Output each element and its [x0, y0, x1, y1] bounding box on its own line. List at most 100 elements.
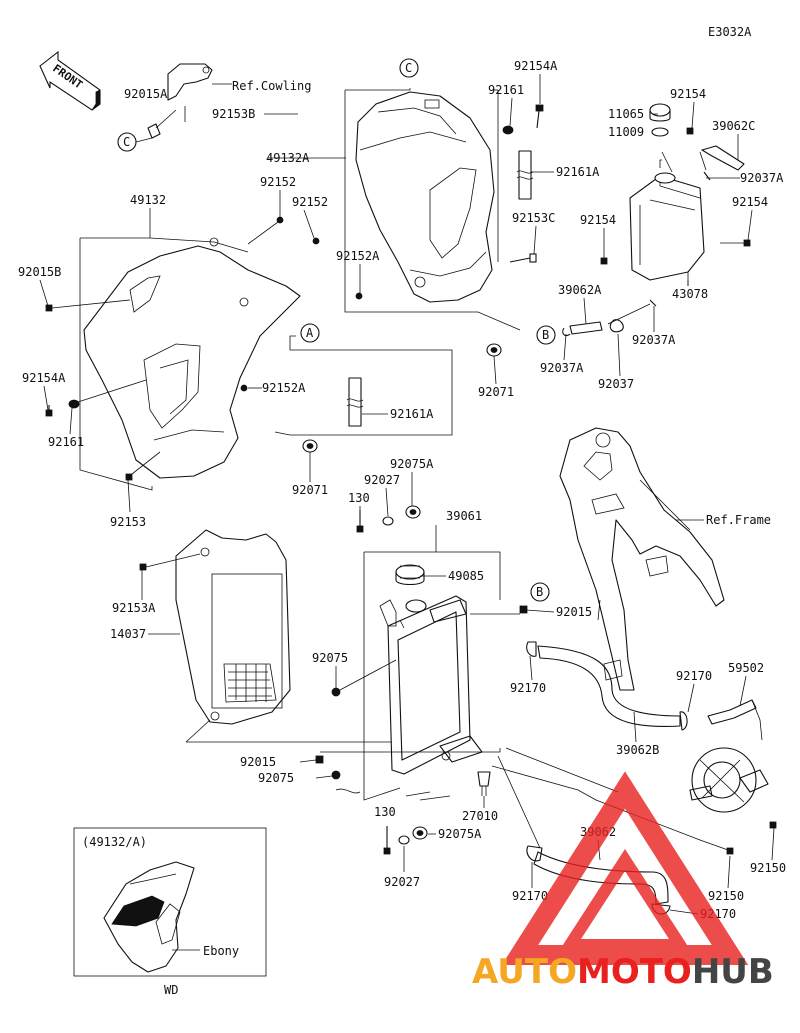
- watermark-text-auto: AUTO: [472, 952, 577, 992]
- part-label: 92154: [732, 195, 768, 209]
- sleeve-92161a-lower: [346, 377, 364, 427]
- part-label: 92037A: [540, 361, 584, 375]
- callout-c-upper: C: [399, 58, 419, 78]
- inner-cowl-49132a: [355, 91, 495, 303]
- callout-a: A: [300, 323, 320, 343]
- clamp-92037a-hose-left: [562, 327, 571, 337]
- part-label: 92015: [556, 605, 592, 619]
- part-label: 92154: [670, 87, 706, 101]
- part-label: 92161: [48, 435, 84, 449]
- watermark-logo: [501, 771, 749, 965]
- bolt-92153a: [139, 553, 201, 571]
- bolt-92150-right: [769, 821, 777, 829]
- nut-92152a-left: [240, 384, 248, 392]
- frame-ref: [559, 427, 725, 691]
- radiator-cap-49085: [395, 564, 425, 586]
- clamp-92037-hose: [609, 319, 624, 333]
- part-label: 92153: [110, 515, 146, 529]
- callout-b-label: B: [536, 585, 543, 599]
- grommet-92071-upper: [486, 343, 502, 357]
- part-label: 92150: [750, 861, 786, 875]
- washer-92161-left: [68, 379, 147, 409]
- bolt-130-upper: [356, 510, 364, 533]
- hose-39062c: [701, 145, 745, 171]
- watermark-text: AUTOMOTOHUB: [472, 952, 774, 992]
- part-label: 27010: [462, 809, 498, 823]
- bolt-92150-lower: [726, 847, 734, 855]
- part-label: 39062A: [558, 283, 602, 297]
- part-label: 59502: [728, 661, 764, 675]
- inset-variant-box: (49132/A) Ebony: [73, 827, 267, 977]
- nut-92152-left: [247, 216, 284, 245]
- inset-footer: WD: [164, 983, 178, 997]
- part-label: 92150: [708, 889, 744, 903]
- bracket-92015a: [147, 63, 213, 139]
- callout-c-label: C: [123, 135, 130, 149]
- sensor-27010: [477, 771, 491, 796]
- part-label: 92071: [478, 385, 514, 399]
- sensor-59502: [707, 699, 763, 741]
- clamp-92037a-tank: [703, 171, 711, 181]
- part-label: 130: [348, 491, 370, 505]
- part-label: 92154: [580, 213, 616, 227]
- part-label: 130: [374, 805, 396, 819]
- part-label: 11065: [608, 107, 644, 121]
- part-label: 92161: [488, 83, 524, 97]
- clamp-92170-lower-left: [526, 845, 543, 862]
- part-label: 92071: [292, 483, 328, 497]
- callout-c-top: C: [117, 132, 137, 152]
- callout-b-label: B: [542, 328, 549, 342]
- part-label: 92154A: [22, 371, 66, 385]
- inset-title: (49132/A): [82, 835, 147, 849]
- part-label: 14037: [110, 627, 146, 641]
- bolt-130-lower: [383, 826, 391, 855]
- part-label: 92015A: [124, 87, 168, 101]
- part-label: 39061: [446, 509, 482, 523]
- part-label: 92015B: [18, 265, 61, 279]
- clamp-92170-right: [679, 711, 688, 731]
- part-label: 92015: [240, 755, 276, 769]
- callout-c-label: C: [405, 61, 412, 75]
- bolt-92154-tank-top: [686, 127, 694, 135]
- part-label: 92153A: [112, 601, 156, 615]
- part-label: 49085: [448, 569, 484, 583]
- hose-39062b: [537, 645, 681, 727]
- part-label: 92075A: [390, 457, 434, 471]
- callout-a-label: A: [306, 326, 314, 340]
- part-label: 92152A: [336, 249, 380, 263]
- front-arrow-icon: FRONT: [39, 50, 101, 111]
- ref-cowling-label: Ref.Cowling: [232, 79, 311, 93]
- bolt-92153c: [509, 253, 537, 263]
- reservoir-tank-43078: [629, 151, 707, 281]
- leader-lines: [39, 74, 775, 915]
- watermark-text-hub: HUB: [692, 952, 774, 992]
- hose-39062a: [569, 321, 603, 335]
- part-label: 92075: [258, 771, 294, 785]
- part-label: 92037: [598, 377, 634, 391]
- part-label: 92161A: [556, 165, 600, 179]
- part-label: 92170: [510, 681, 546, 695]
- part-label: 92161A: [390, 407, 434, 421]
- clip-92015-right: [519, 605, 528, 614]
- bolt-92154-tank-left: [600, 257, 608, 265]
- part-label: 92152A: [262, 381, 306, 395]
- part-label: 92075: [312, 651, 348, 665]
- main-cowl-49132: [83, 237, 301, 479]
- part-labels: 92015A 92153B 92161 92154A 11065 92154 1…: [18, 59, 786, 921]
- part-label: 92152: [260, 175, 296, 189]
- inset-color-label: Ebony: [203, 944, 239, 958]
- bolt-92154a-left: [45, 405, 53, 417]
- washer-92161: [502, 125, 514, 135]
- part-label: 92170: [512, 889, 548, 903]
- part-label: 92027: [384, 875, 420, 889]
- water-pump-cover: [689, 747, 769, 813]
- part-label: 92154A: [514, 59, 558, 73]
- bolt-92153-left: [125, 451, 161, 481]
- grommet-92075a-upper: [405, 505, 421, 519]
- cap-11065: [649, 103, 671, 122]
- part-label: 92170: [676, 669, 712, 683]
- part-label: 39062C: [712, 119, 755, 133]
- part-label: 92037A: [740, 171, 784, 185]
- clamp-92037a-hose-right: [649, 299, 657, 307]
